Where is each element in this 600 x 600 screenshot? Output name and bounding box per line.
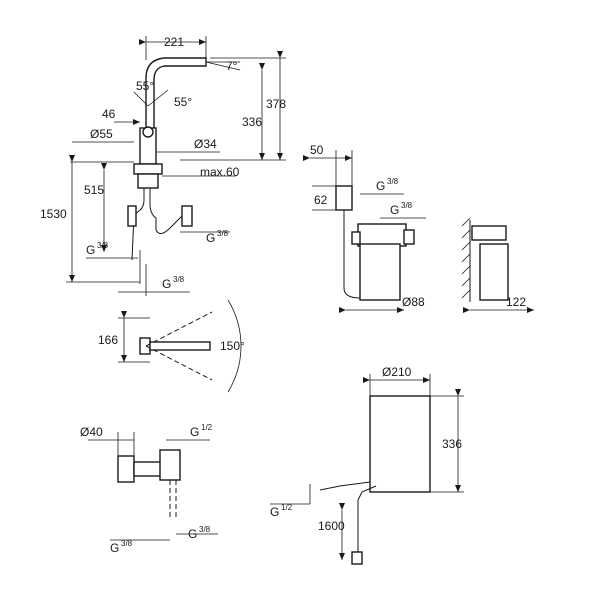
filter-head — [335, 185, 353, 211]
valve-thread-bl-sup: 3/8 — [121, 539, 133, 548]
dim-max60-label: max.60 — [200, 165, 240, 179]
tank-view: Ø210 336 G 1/2 1600 — [270, 365, 464, 565]
swivel-spout — [149, 341, 211, 351]
tank-body — [369, 395, 431, 493]
dim-122-label: 122 — [506, 295, 526, 309]
valve-thread-br-sup: 3/8 — [199, 525, 211, 534]
filter-bracket — [357, 223, 407, 247]
valve-block-right — [159, 449, 181, 481]
filter-side-view: 122 — [461, 217, 534, 313]
dim-d210-label: Ø210 — [382, 365, 412, 379]
thread-mid-sup: 3/8 — [401, 201, 413, 210]
thread-left-sup: 3/8 — [97, 241, 109, 250]
valve-view: Ø40 G 1/2 G 3/8 G 3/8 — [80, 423, 218, 555]
dim-d34-label: Ø34 — [194, 137, 217, 151]
hose-connector-right — [181, 205, 193, 227]
dim-d88-label: Ø88 — [402, 295, 425, 309]
tank-outlet-hose — [319, 481, 377, 552]
supply-hoses — [131, 188, 185, 261]
thread-right-label: G — [206, 231, 215, 245]
thread-top-sup: 3/8 — [387, 177, 399, 186]
filter-valve-right — [403, 229, 415, 245]
dim-336-tank-label: 336 — [442, 437, 462, 451]
dim-378-label: 378 — [266, 97, 286, 111]
handle-angle-a-label: 55° — [136, 79, 154, 93]
dim-d55-label: Ø55 — [90, 127, 113, 141]
valve-thread-top-sup: 1/2 — [201, 423, 213, 432]
filter-cartridge — [359, 243, 401, 301]
faucet-base — [133, 163, 163, 175]
swivel-angle-label: 150° — [220, 339, 245, 353]
dim-515-label: 515 — [84, 183, 104, 197]
dim-46-label: 46 — [102, 107, 116, 121]
dim-50-label: 50 — [310, 143, 324, 157]
thread-top-label: G — [376, 179, 385, 193]
handle-angle-b-label: 55° — [174, 95, 192, 109]
thread-mid-label: G — [390, 203, 399, 217]
faucet-view: 221 7° 55° 55° 378 336 46 Ø55 Ø34 max.60… — [40, 35, 286, 296]
dim-1600-label: 1600 — [318, 519, 345, 533]
faucet-handle-knob — [142, 126, 154, 138]
thread-right-sup: 3/8 — [217, 229, 229, 238]
thread-bottom-label: G — [162, 277, 171, 291]
dim-d40-label: Ø40 — [80, 425, 103, 439]
filter-front-view: 50 62 G 3/8 G 3/8 Ø88 — [303, 143, 426, 313]
dim-1530-label: 1530 — [40, 207, 67, 221]
tank-outlet-fitting — [351, 551, 363, 565]
thread-left-label: G — [86, 243, 95, 257]
tank-thread-left-label: G — [270, 505, 279, 519]
filter-hose — [343, 210, 361, 299]
swivel-arc — [227, 299, 242, 393]
wall-hatch — [461, 217, 471, 299]
swivel-body — [139, 337, 151, 355]
side-filter-bracket — [471, 225, 507, 241]
faucet-mount — [137, 173, 159, 189]
dim-62-label: 62 — [314, 193, 328, 207]
side-filter-cartridge — [479, 243, 509, 301]
valve-thread-top-label: G — [190, 425, 199, 439]
valve-block-left — [117, 455, 135, 483]
hose-connector-left — [127, 205, 137, 227]
dim-336-label: 336 — [242, 115, 262, 129]
filter-valve-left — [351, 231, 361, 245]
tank-thread-left-sup: 1/2 — [281, 503, 293, 512]
dim-166-label: 166 — [98, 333, 118, 347]
valve-thread-bl-label: G — [110, 541, 119, 555]
swivel-view: 150° 166 — [98, 299, 245, 393]
spout-angle-label: 7° — [226, 59, 238, 73]
faucet-spout — [145, 57, 207, 131]
dim-221-label: 221 — [164, 35, 184, 49]
thread-bottom-sup: 3/8 — [173, 275, 185, 284]
